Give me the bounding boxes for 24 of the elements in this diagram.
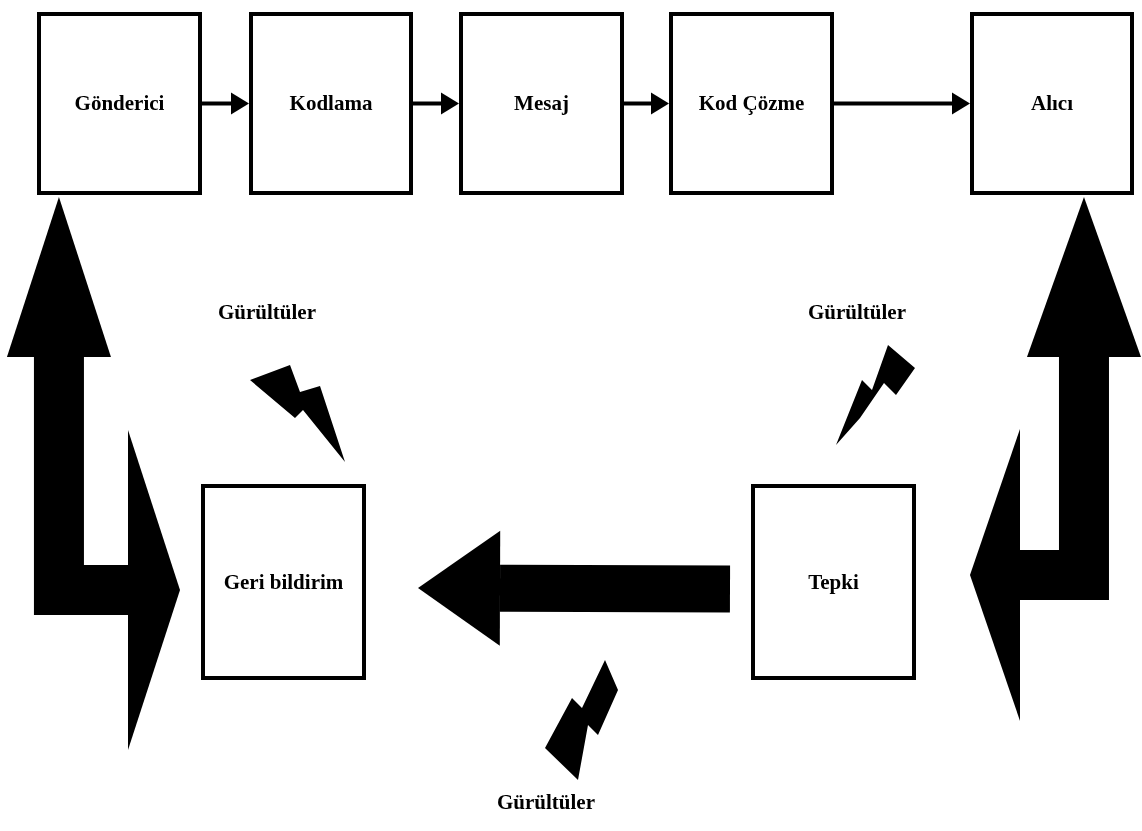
process-box (970, 12, 1134, 195)
process-box (459, 12, 624, 195)
node-label: Kod Çözme (698, 91, 805, 116)
node-label: Mesaj (514, 91, 569, 116)
node-label: Kodlama (289, 91, 373, 116)
node-label: Alıcı (1031, 91, 1073, 116)
arrow (413, 92, 459, 115)
arrow (624, 92, 669, 115)
process-box (249, 12, 413, 195)
node-label: Tepki (808, 569, 859, 595)
node-label: Gönderici (74, 91, 165, 116)
process-box (669, 12, 834, 195)
node-label: Geri bildirim (223, 569, 344, 595)
block-arrow (418, 530, 731, 646)
arrow (834, 92, 970, 115)
process-box (751, 484, 916, 680)
noise-label: Gürültüler (218, 300, 316, 325)
noise-label: Gürültüler (497, 790, 595, 815)
block-arrow (6, 197, 180, 751)
process-box (37, 12, 202, 195)
block-arrow (970, 197, 1141, 721)
arrow (202, 92, 249, 115)
noise-label: Gürültüler (808, 300, 906, 325)
process-box (201, 484, 366, 680)
